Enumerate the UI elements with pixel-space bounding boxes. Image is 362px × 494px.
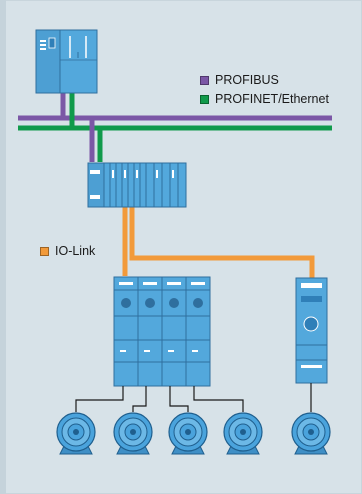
legend-iolink: IO-Link bbox=[40, 244, 95, 258]
motor-icon bbox=[168, 412, 208, 455]
motor-icon bbox=[223, 412, 263, 455]
compact-motor-starter-icon bbox=[295, 277, 328, 384]
distributed-io-station-icon bbox=[87, 162, 187, 208]
motor-icon bbox=[291, 412, 331, 455]
legend-swatch-iolink bbox=[40, 246, 49, 256]
legend-profibus: PROFIBUS bbox=[200, 73, 279, 87]
motor-wires bbox=[75, 383, 312, 412]
motor-starter-group-icon bbox=[113, 276, 211, 387]
legend-label-profinet: PROFINET/Ethernet bbox=[215, 92, 329, 106]
motor-icon bbox=[113, 412, 153, 455]
legend-profinet: PROFINET/Ethernet bbox=[200, 92, 329, 106]
left-edge-bar bbox=[0, 0, 6, 494]
legend-swatch-profibus bbox=[200, 75, 209, 85]
legend-label-profibus: PROFIBUS bbox=[215, 73, 279, 87]
legend-swatch-profinet bbox=[200, 94, 209, 104]
plc-cpu-icon bbox=[35, 29, 98, 94]
legend-label-iolink: IO-Link bbox=[55, 244, 96, 258]
iolink-line-compact bbox=[129, 200, 315, 278]
motor-icon bbox=[56, 412, 96, 455]
